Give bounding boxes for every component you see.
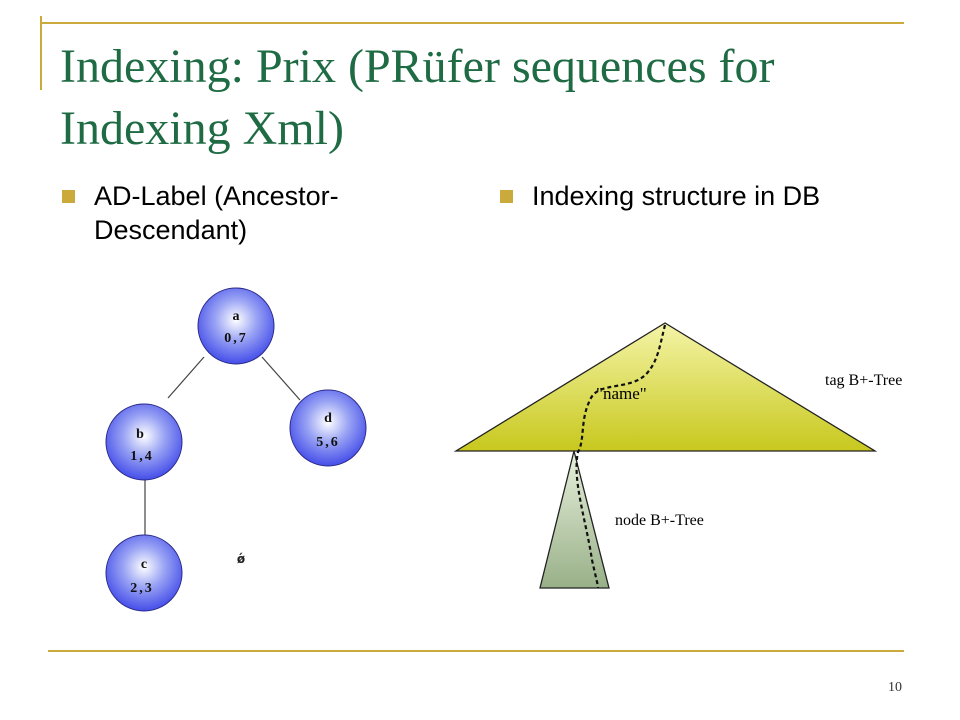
node-circle [105, 403, 183, 481]
tag-btree-triangle [453, 322, 878, 452]
slide-title: Indexing: Prix (PRüfer sequences for Ind… [60, 40, 775, 155]
node-range: 0,7 [224, 331, 248, 346]
edge-a-d [261, 356, 301, 401]
bullet-square-icon [500, 190, 513, 203]
node-circle [289, 389, 367, 467]
key-label: "name" [596, 384, 647, 403]
tree-edges [144, 356, 301, 540]
tree-node-a: a 0,7 [197, 287, 275, 365]
node-range: 1,4 [130, 449, 154, 464]
tag-btree-label: tag B+-Tree [825, 372, 902, 389]
node-range: 5,6 [316, 435, 340, 450]
tree-node-d: d 5,6 [289, 389, 367, 467]
node-circle [197, 287, 275, 365]
bullet-text: AD-Label (Ancestor-Descendant) [94, 181, 339, 245]
node-circle [105, 534, 183, 612]
page-number: 10 [888, 680, 902, 695]
bullet-square-icon [62, 190, 75, 203]
edge-a-b [167, 356, 205, 399]
node-label: c [141, 557, 147, 572]
node-btree-triangle [539, 450, 610, 589]
node-range: 2,3 [130, 581, 154, 596]
left-rule [40, 16, 42, 90]
node-label: d [324, 411, 332, 426]
bullet-text: Indexing structure in DB [532, 181, 821, 211]
stray-mark: ǿ [237, 552, 245, 566]
bullet-indexing-structure: Indexing structure in DB [500, 179, 860, 213]
bottom-rule [48, 650, 904, 652]
node-label: a [233, 309, 240, 324]
node-label: b [136, 427, 144, 442]
search-path [575, 324, 667, 589]
tree-node-c: c 2,3 [105, 534, 183, 612]
top-rule [40, 22, 904, 24]
tree-node-b: b 1,4 [105, 403, 183, 481]
node-btree-label: node B+-Tree [615, 512, 704, 529]
bullet-ad-label: AD-Label (Ancestor-Descendant) [62, 179, 422, 247]
